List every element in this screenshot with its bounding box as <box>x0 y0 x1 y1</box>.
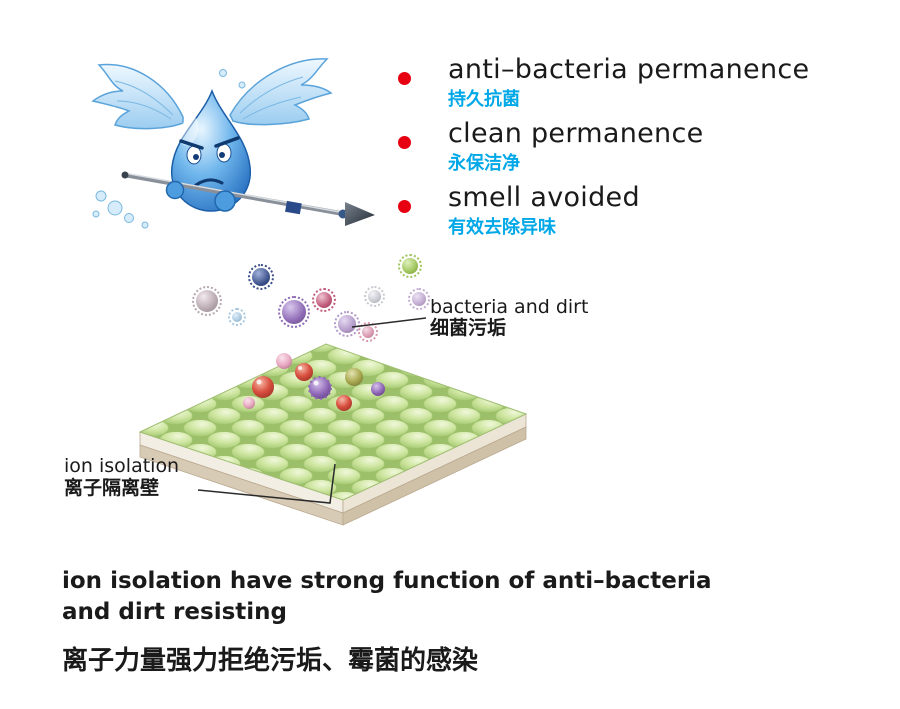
feature-subtitle-zh: 有效去除异味 <box>448 217 556 237</box>
bacteria-particle-icon <box>192 286 222 316</box>
bacteria-particle-icon <box>398 254 422 278</box>
footer-en-line2: and dirt resisting <box>62 599 287 625</box>
wing-right-icon <box>229 58 333 126</box>
feature-title-en: smell avoided <box>448 182 640 213</box>
bacteria-particle-icon <box>408 288 430 310</box>
mascot-icon <box>91 58 375 229</box>
bacteria-label-zh: 细菌污垢 <box>430 318 507 339</box>
wing-left-icon <box>91 63 184 130</box>
footer-en-line1: ion isolation have strong function of an… <box>62 568 712 594</box>
bacteria-particle-icon <box>278 296 310 328</box>
feature-subtitle-zh: 持久抗菌 <box>448 89 520 109</box>
surface-germs <box>243 353 385 411</box>
bacteria-pointer-line <box>351 317 427 328</box>
footer-text-en: ion isolation have strong function of an… <box>62 566 712 628</box>
bacteria-particle-icon <box>312 288 336 312</box>
feature-item: clean permanence 永保洁净 <box>398 117 809 175</box>
bacteria-particle-icon <box>228 308 246 326</box>
bubbles-icon <box>92 69 246 229</box>
ion-label-zh: 离子隔离壁 <box>64 478 160 499</box>
feature-list: anti–bacteria permanence 持久抗菌 clean perm… <box>398 53 809 245</box>
feature-item: anti–bacteria permanence 持久抗菌 <box>398 53 809 111</box>
footer-text-zh: 离子力量强力拒绝污垢、霉菌的感染 <box>62 645 479 675</box>
mascot-face-icon <box>179 136 240 187</box>
ion-label-en: ion isolation <box>64 455 180 477</box>
red-dot-bullet-icon <box>398 200 411 213</box>
ion-layer-icon <box>138 343 528 526</box>
bacteria-particle-icon <box>334 311 360 337</box>
feature-item: smell avoided 有效去除异味 <box>398 181 809 239</box>
bacteria-particle-icon <box>364 286 385 307</box>
mascot-hand-icon <box>165 180 185 200</box>
feature-title-en: clean permanence <box>448 118 704 149</box>
bacteria-particle-icon <box>358 322 378 342</box>
mascot-hand-icon <box>214 190 236 212</box>
red-dot-bullet-icon <box>398 136 411 149</box>
red-dot-bullet-icon <box>398 72 411 85</box>
feature-subtitle-zh: 永保洁净 <box>448 153 520 173</box>
bacteria-label-en: bacteria and dirt <box>430 296 589 318</box>
bacteria-particle-icon <box>248 264 274 290</box>
spear-icon <box>121 171 375 226</box>
feature-title-en: anti–bacteria permanence <box>448 54 810 85</box>
